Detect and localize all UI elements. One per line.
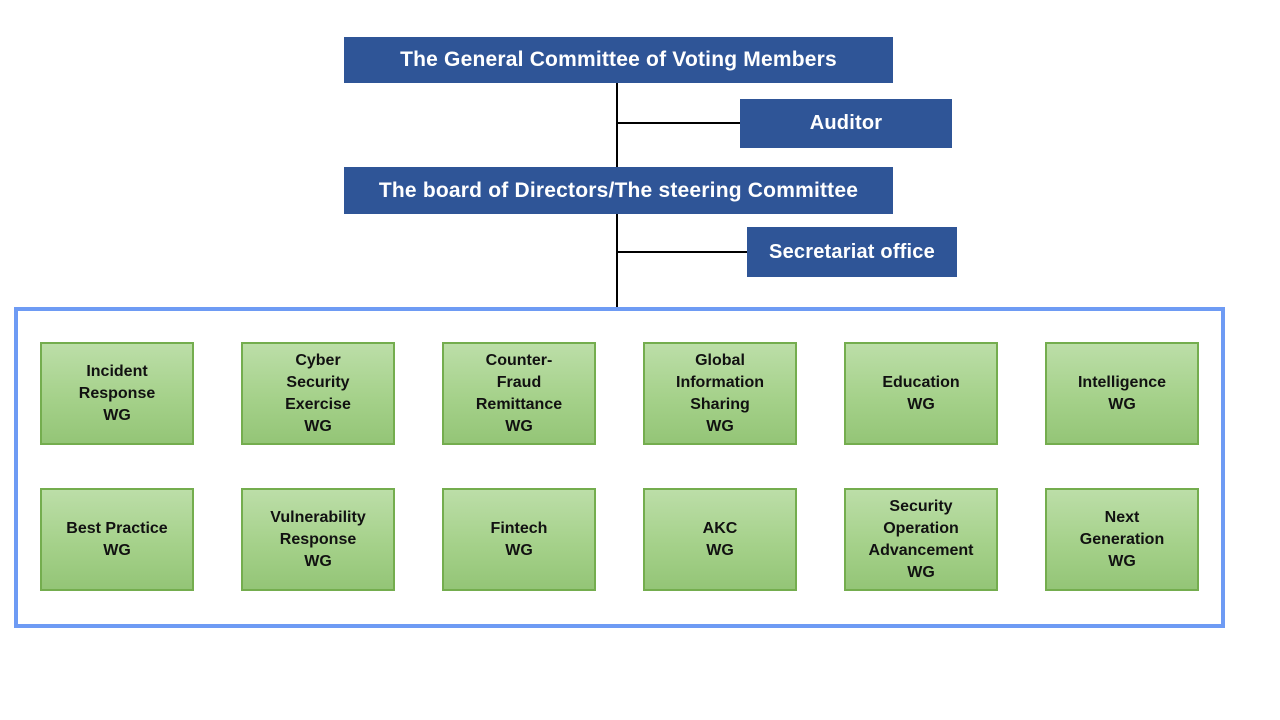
connector-general-to-board	[616, 83, 618, 167]
wg-vulnerability-response: Vulnerability Response WG	[241, 488, 395, 591]
connector-branch-auditor	[617, 122, 740, 124]
wg-education: Education WG	[844, 342, 998, 445]
node-secretariat-office: Secretariat office	[747, 227, 957, 277]
wg-fintech: Fintech WG	[442, 488, 596, 591]
wg-global-information-sharing: Global Information Sharing WG	[643, 342, 797, 445]
wg-akc: AKC WG	[643, 488, 797, 591]
wg-next-generation: Next Generation WG	[1045, 488, 1199, 591]
node-board-of-directors: The board of Directors/The steering Comm…	[344, 167, 893, 214]
connector-branch-secretariat	[617, 251, 747, 253]
node-auditor: Auditor	[740, 99, 952, 148]
wg-incident-response: Incident Response WG	[40, 342, 194, 445]
connector-board-to-working-groups	[616, 214, 618, 307]
wg-intelligence: Intelligence WG	[1045, 342, 1199, 445]
wg-best-practice: Best Practice WG	[40, 488, 194, 591]
working-groups-container: Incident Response WG Cyber Security Exer…	[14, 307, 1225, 628]
wg-cyber-security-exercise: Cyber Security Exercise WG	[241, 342, 395, 445]
wg-security-operation-advancement: Security Operation Advancement WG	[844, 488, 998, 591]
node-general-committee: The General Committee of Voting Members	[344, 37, 893, 83]
wg-counter-fraud-remittance: Counter- Fraud Remittance WG	[442, 342, 596, 445]
